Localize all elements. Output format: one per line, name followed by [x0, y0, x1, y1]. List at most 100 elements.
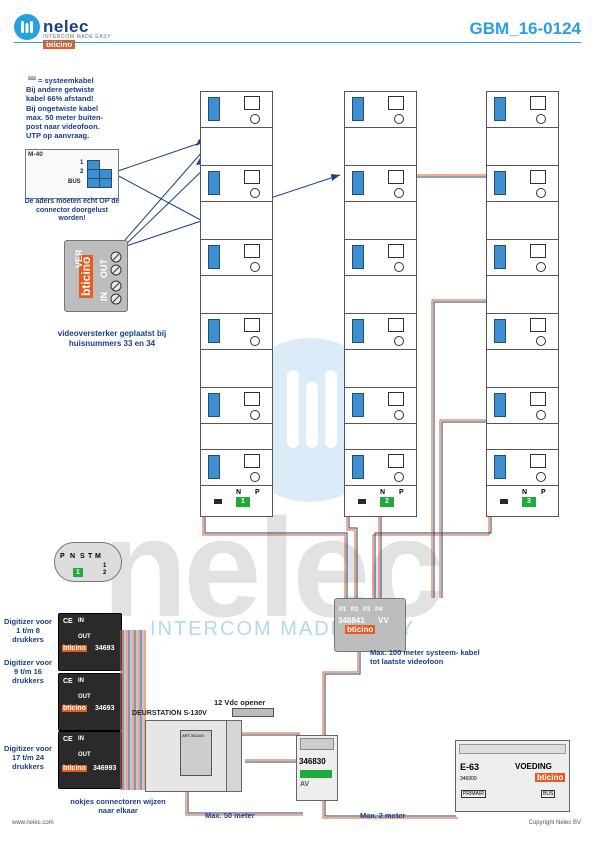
- legend-line: UTP op aanvraag.: [26, 131, 90, 141]
- digitizer-in-label: IN: [78, 618, 84, 624]
- monitor-icon: [388, 96, 404, 110]
- panel-label-p: P: [255, 489, 260, 496]
- button-icon: [250, 336, 260, 346]
- m40-title: M-40: [28, 151, 43, 158]
- button-icon: [394, 472, 404, 482]
- button-icon: [250, 114, 260, 124]
- ribbon-cable: [120, 630, 146, 790]
- dip: [500, 499, 508, 504]
- digitizer-code: 34693: [95, 645, 115, 652]
- door-station-note: nokjes connectoren wijzen naar elkaar: [70, 797, 166, 815]
- digitizer-caption: Digitizer voor 17 t/m 24 drukkers: [4, 744, 52, 771]
- monitor-icon: [388, 170, 404, 184]
- pterm: [494, 319, 506, 343]
- document-id: GBM_16-0124: [469, 19, 581, 38]
- button-icon: [394, 262, 404, 272]
- pterm: [208, 455, 220, 479]
- power-brand: bticino: [535, 773, 566, 782]
- button-icon: [536, 472, 546, 482]
- panel-label-n: N: [236, 489, 242, 496]
- brand-tagline: INTERCOM MADE EASY: [43, 34, 112, 40]
- brand-logo-icon: [14, 14, 40, 40]
- digitizer-module: [58, 731, 122, 789]
- digitizer-code: 346993: [93, 765, 117, 772]
- button-icon: [250, 262, 260, 272]
- legend-line: post naar videofoon.: [26, 122, 100, 132]
- monitor-icon: [388, 454, 404, 468]
- digitizer-out-label: OUT: [78, 752, 91, 758]
- button-icon: [250, 410, 260, 420]
- dip: [358, 499, 366, 504]
- pterm: [494, 245, 506, 269]
- digitizer-caption: Digitizer voor 9 t/m 16 drukkers: [4, 658, 52, 685]
- dip-switch-detail: [54, 542, 122, 582]
- panel-label-n: N: [522, 489, 528, 496]
- power-sub: 346000: [460, 776, 477, 782]
- apartment-number: 3: [522, 497, 536, 507]
- monitor-icon: [388, 318, 404, 332]
- legend-line: Bij ongetwiste kabel: [26, 103, 99, 113]
- button-icon: [250, 472, 260, 482]
- door-station-title: DEURSTATION S-130V: [132, 710, 207, 717]
- monitor-icon: [244, 454, 260, 468]
- monitor-icon: [388, 244, 404, 258]
- pterm: [208, 393, 220, 417]
- apartment-column: NP18 NP15 NP12 NP9 NP6 NP3: [486, 91, 559, 517]
- apartment-column: NP17 NP14 NP11 NP8 NP5 NP2: [344, 91, 417, 517]
- digitizer-caption: Digitizer voor 1 t/m 8 drukkers: [4, 617, 52, 644]
- m40-terminal-label: 1: [80, 160, 84, 166]
- pterm: [352, 455, 364, 479]
- button-icon: [394, 410, 404, 420]
- panel-label-p: P: [541, 489, 546, 496]
- legend-line: kabel 66% afstand!: [26, 94, 94, 104]
- button-icon: [394, 336, 404, 346]
- button-icon: [536, 336, 546, 346]
- monitor-icon: [530, 454, 546, 468]
- amplifier-code: 346870: [44, 259, 54, 290]
- pterm: [494, 171, 506, 195]
- power-bus: BUS: [541, 790, 556, 798]
- monitor-icon: [244, 244, 260, 258]
- digitizer-out-label: OUT: [78, 694, 91, 700]
- footer-copyright: Copyright Nelec BV: [528, 820, 581, 826]
- pterm: [494, 455, 506, 479]
- dip-switch-label: P: [60, 553, 65, 560]
- distributor-brand: bticino: [345, 625, 376, 634]
- monitor-icon: [530, 96, 546, 110]
- header-divider: [14, 42, 581, 43]
- monitor-icon: [530, 170, 546, 184]
- legend-note: = systeemkabel Bij andere getwiste kabel…: [26, 76, 126, 140]
- apartment-column: NP16 NP13 NP10 NP7 NP4 NP1: [200, 91, 273, 517]
- digitizer-in-label: IN: [78, 736, 84, 742]
- m40-note: De aders moeten echt OP de connector doo…: [24, 198, 120, 222]
- pterm: [208, 171, 220, 195]
- distributor-port-label: P3: [363, 607, 371, 613]
- dip-switch-side: 1 2: [103, 563, 107, 576]
- panel-label-n: N: [380, 489, 386, 496]
- pterm: [352, 245, 364, 269]
- digitizer-ce-label: CE: [63, 678, 73, 685]
- interface-top: [300, 738, 334, 750]
- dip-switch-value: 1: [73, 568, 83, 577]
- door-station-code: ART.351100: [182, 733, 204, 738]
- digitizer-brand: bticino: [62, 765, 87, 772]
- legend-line: max. 50 meter buiten-: [26, 112, 104, 122]
- digitizer-ce-label: CE: [63, 736, 73, 743]
- monitor-icon: [244, 170, 260, 184]
- distributor-port-label: P1: [339, 607, 347, 613]
- button-icon: [536, 410, 546, 420]
- digitizer-brand: bticino: [62, 645, 87, 652]
- monitor-icon: [244, 96, 260, 110]
- m40-terminal-label: 2: [80, 169, 84, 175]
- pterm: [208, 97, 220, 121]
- amplifier-ver-label: VER: [74, 249, 84, 268]
- door-station-board: [180, 730, 212, 776]
- distributor-note: Max. 100 meter systeem- kabel tot laatst…: [370, 648, 480, 666]
- legend-line: Bij andere getwiste: [26, 85, 95, 95]
- distributor-code: 346841: [338, 616, 365, 625]
- distributor-vv-label: VV: [378, 616, 389, 625]
- m40-terminal-label: BUS: [68, 179, 81, 185]
